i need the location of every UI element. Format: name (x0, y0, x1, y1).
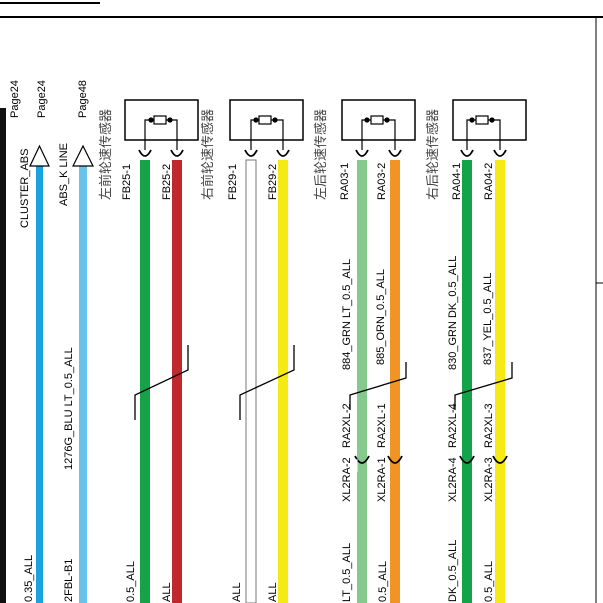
inline-connector (354, 455, 403, 472)
twist-marker (239, 345, 295, 420)
conn-bot-1: XL2RA-2 (341, 457, 353, 502)
arrow-abs-k-line (72, 144, 94, 167)
signal-page-1: Page24 (9, 80, 21, 118)
conn-bot-2: XL2RA-1 (376, 457, 388, 502)
pin-2-label: RA04-2 (483, 163, 495, 200)
wire-green-dk (462, 160, 472, 603)
bottom-label-2: ALL (161, 582, 173, 602)
wire-yellow (278, 160, 288, 603)
signal-name-3: ABS_K LINE (58, 143, 70, 206)
pin-cups (244, 149, 290, 157)
pin-1-label: FB29-1 (227, 164, 239, 200)
wire-red (172, 160, 182, 603)
sensor-label: 左后轮速传感器 (313, 109, 329, 200)
inline-connector (459, 455, 508, 464)
pin-2-label: FB29-2 (267, 164, 279, 200)
wire-blue-lt (79, 166, 87, 603)
signal-bottom-1: 0.35_ALL (23, 555, 35, 602)
sensor-label: 左前轮速传感器 (98, 109, 114, 200)
arrow-cluster-abs (29, 144, 50, 167)
signal-page-3: Page48 (77, 80, 89, 118)
wire-green (140, 160, 150, 603)
wire-blue (36, 166, 43, 603)
pin-cups (138, 149, 184, 157)
twist-marker (349, 362, 407, 410)
sensor-right-rear: 右后轮速传感器 RA04-1 RA04-2 830_GRN DK_0.5_ALL… (425, 99, 527, 603)
pin-1-label: FB25-1 (121, 164, 133, 200)
pin-2-label: FB25-2 (161, 164, 173, 200)
signal-page-2: Page24 (36, 80, 48, 118)
twist-marker (454, 362, 513, 410)
conn-top-1: RA2XL-2 (341, 403, 353, 448)
resistor-symbol (466, 115, 501, 150)
bottom-label-2: 0.5_ALL (377, 561, 389, 602)
bottom-label-1: ALL (231, 582, 243, 602)
resistor-symbol (361, 115, 396, 150)
pin-cups (460, 149, 507, 157)
bottom-label-1: 0.5_ALL (125, 561, 137, 602)
sensor-label: 右前轮速传感器 (200, 109, 216, 200)
wire-2-label: 885_ORN_0.5_ALL (375, 269, 387, 365)
bottom-label-1: LT_0.5_ALL (341, 543, 353, 602)
signal-name-2: CLUSTER_ABS (19, 149, 31, 228)
bottom-label-2: 0.5_ALL (483, 561, 495, 602)
resistor-symbol (144, 115, 178, 150)
pin-1-label: RA03-1 (339, 163, 351, 200)
wire-1-label: 830_GRN DK_0.5_ALL (447, 256, 459, 370)
sensor-left-front: 左前轮速传感器 FB25-1 FB25-2 0.5_ALL ALL (98, 99, 199, 603)
sensor-label: 右后轮速传感器 (425, 109, 441, 200)
signal-mid-3: 1276G_BLU LT_0.5_ALL (63, 347, 75, 470)
conn-top-2: RA2XL-3 (483, 403, 495, 448)
conn-top-2: RA2XL-1 (376, 403, 388, 448)
pin-cups (355, 149, 402, 157)
pin-2-label: RA03-2 (376, 163, 388, 200)
wire-black (0, 108, 6, 603)
conn-bot-2: XL2RA-3 (483, 457, 495, 502)
sensor-left-rear: 左后轮速传感器 RA03-1 RA03-2 884_GRN LT_0.5_ALL… (313, 99, 416, 603)
sensor-right-front: 右前轮速传感器 FB29-1 FB29-2 ALL ALL (200, 99, 304, 603)
bottom-label-1: DK_0.5_ALL (447, 540, 459, 602)
bottom-label-2: ALL (267, 582, 279, 602)
wire-white (245, 159, 257, 603)
conn-bot-1: XL2RA-4 (447, 457, 459, 502)
wire-green-lt (357, 160, 367, 603)
wire-1-label: 884_GRN LT_0.5_ALL (341, 259, 353, 370)
resistor-symbol (250, 115, 284, 150)
signal-bottom-3: 2FBL-B1 (63, 559, 75, 602)
pin-1-label: RA04-1 (451, 163, 463, 200)
conn-top-1: RA2XL-4 (447, 403, 459, 448)
twist-marker (134, 345, 189, 420)
wire-2-label: 837_YEL_0.5_ALL (482, 273, 494, 365)
